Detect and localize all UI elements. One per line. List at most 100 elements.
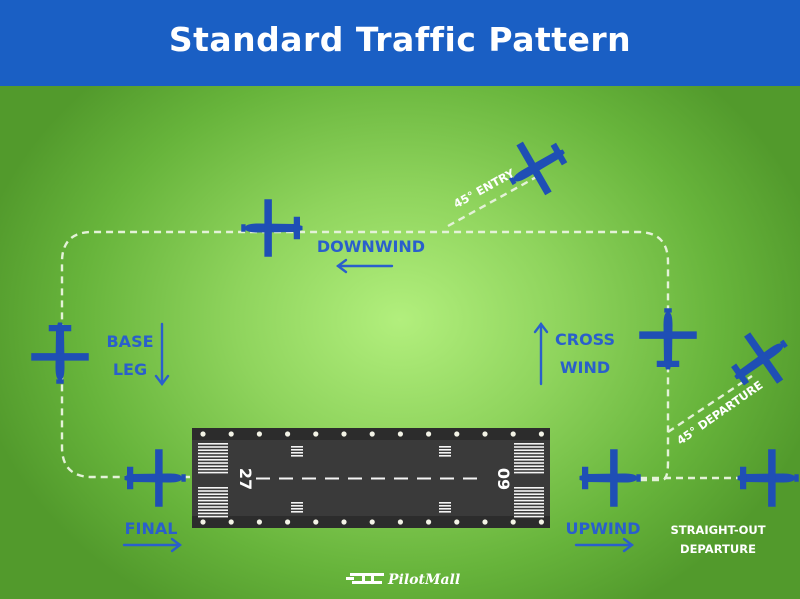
centerline-dash — [256, 477, 270, 480]
threshold-bar — [514, 506, 544, 508]
runway-light — [256, 519, 262, 525]
threshold-bar — [514, 452, 544, 455]
touchdown-marker — [439, 446, 451, 448]
threshold-bar — [198, 471, 228, 474]
threshold-bar — [198, 506, 228, 508]
threshold-bar — [514, 496, 544, 499]
threshold-bar — [198, 490, 228, 492]
threshold-bar — [198, 468, 228, 471]
label-base-line2: LEG — [113, 360, 147, 379]
crosswind-arrow — [533, 322, 549, 386]
threshold-bar — [198, 443, 228, 445]
threshold-bar — [198, 515, 228, 518]
runway-light — [285, 519, 291, 525]
airplane-final-icon — [124, 449, 186, 507]
threshold-bar — [198, 496, 228, 499]
runway-light — [397, 431, 403, 437]
upwind-arrow — [574, 537, 634, 553]
runway-light — [454, 431, 460, 437]
touchdown-marker — [439, 505, 451, 507]
runway-number-27: 27 — [236, 468, 255, 490]
threshold-bar — [514, 462, 544, 464]
threshold-bar — [514, 499, 544, 502]
threshold-bar — [514, 446, 544, 448]
threshold-bar — [514, 471, 544, 474]
touchdown-marker — [291, 449, 303, 451]
touchdown-marker — [291, 452, 303, 454]
airplane-crosswind-icon — [639, 308, 697, 370]
touchdown-marker — [291, 511, 303, 513]
label-straight-out-line1: STRAIGHT-OUT — [670, 523, 765, 537]
runway-light — [285, 431, 291, 437]
pilotmall-logo: PilotMall — [346, 572, 460, 588]
threshold-bar — [514, 487, 544, 489]
threshold-bar — [514, 459, 544, 461]
label-straight-out-line2: DEPARTURE — [680, 542, 756, 556]
direction-arrows — [122, 258, 634, 553]
threshold-bar — [198, 512, 228, 515]
runway-light — [200, 519, 206, 525]
threshold-bar — [198, 459, 228, 461]
runway-light — [538, 431, 545, 437]
runway-light — [426, 431, 432, 437]
label-crosswind-line1: CROSS — [555, 330, 615, 349]
touchdown-marker — [291, 502, 303, 504]
runway-number-09: 09 — [494, 468, 513, 490]
threshold-bar — [198, 449, 228, 451]
threshold-bar — [514, 490, 544, 492]
diagram-title: Standard Traffic Pattern — [168, 20, 632, 59]
airplane-base-icon — [31, 322, 89, 384]
runway-light — [313, 519, 319, 525]
threshold-bar — [198, 503, 228, 505]
label-departure-45: 45° DEPARTURE — [674, 378, 765, 448]
runway-light — [397, 519, 403, 525]
centerline-dash — [440, 477, 454, 480]
threshold-bar — [514, 503, 544, 505]
runway-light — [369, 431, 375, 437]
runway-light — [369, 519, 375, 525]
threshold-bar — [514, 468, 544, 471]
touchdown-marker — [291, 446, 303, 448]
threshold-bar — [514, 509, 544, 511]
pattern-path — [60, 173, 755, 482]
airplane-downwind-icon — [241, 199, 303, 257]
threshold-bar — [198, 462, 228, 464]
threshold-bar — [514, 443, 544, 445]
touchdown-marker — [291, 455, 303, 457]
touchdown-marker — [439, 449, 451, 451]
runway-light — [228, 519, 234, 525]
threshold-bar — [198, 465, 228, 467]
threshold-bar — [514, 455, 544, 458]
touchdown-marker — [439, 511, 451, 513]
touchdown-marker — [439, 502, 451, 504]
downwind-arrow — [336, 258, 394, 274]
runway-markings — [198, 443, 544, 518]
centerline-dash — [417, 477, 431, 480]
runway-light — [482, 519, 488, 525]
threshold-bar — [198, 446, 228, 448]
threshold-bar — [198, 493, 228, 495]
runway-light — [341, 519, 347, 525]
touchdown-marker — [291, 505, 303, 507]
threshold-bar — [514, 465, 544, 467]
touchdown-marker — [439, 508, 451, 510]
touchdown-marker — [291, 508, 303, 510]
centerline-dash — [302, 477, 316, 480]
airplane-upwind-icon — [579, 449, 641, 507]
runway-light — [482, 431, 488, 437]
threshold-bar — [514, 512, 544, 515]
centerline-dash — [394, 477, 408, 480]
label-final: FINAL — [125, 519, 178, 538]
touchdown-marker — [439, 455, 451, 457]
runway: 27 09 — [192, 428, 550, 528]
runway-edge-lights — [200, 431, 545, 525]
threshold-bar — [514, 515, 544, 518]
biplane-icon — [346, 573, 384, 584]
threshold-bar — [198, 455, 228, 458]
airplane-straight-out-icon — [737, 449, 799, 507]
runway-light — [510, 431, 516, 437]
centerline-dash — [279, 477, 293, 480]
brand-name: PilotMall — [387, 572, 460, 588]
